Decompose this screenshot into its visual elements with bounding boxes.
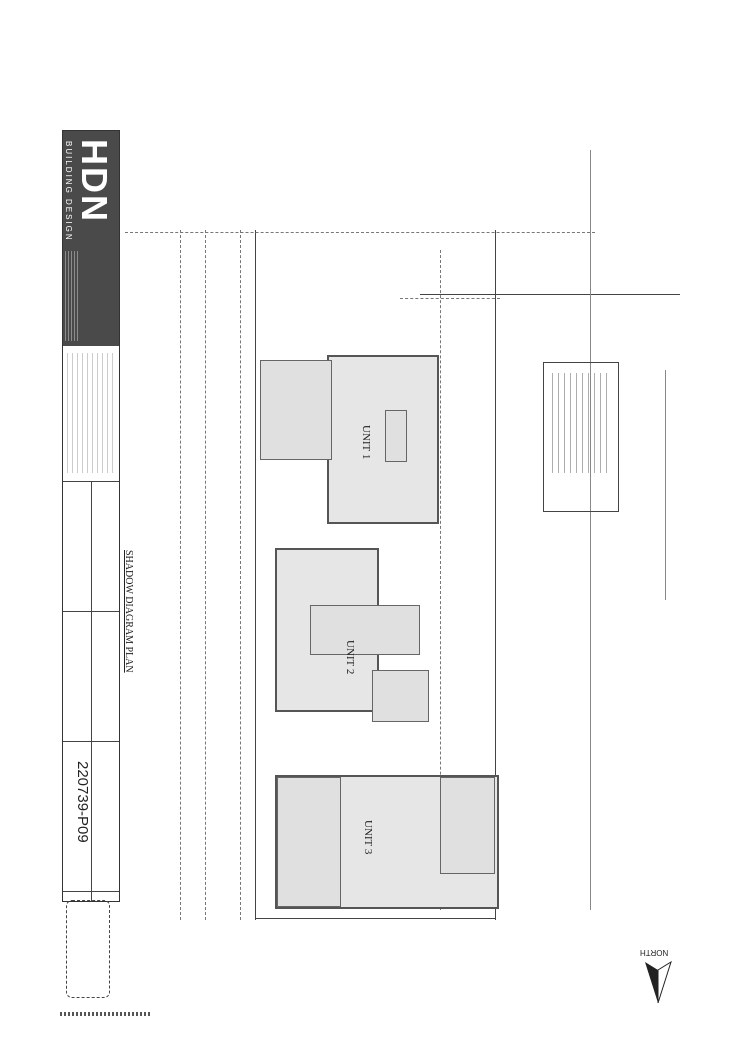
- print-footer: [60, 1012, 150, 1016]
- unit-1-label: UNIT 1: [360, 425, 372, 460]
- boundary-line: [255, 918, 495, 919]
- unit-1: [327, 355, 439, 524]
- logo-subtitle: BUILDING DESIGN: [64, 141, 73, 242]
- logo-panel: HDN BUILDING DESIGN: [63, 131, 119, 346]
- title-block: HDN BUILDING DESIGN 220739-P09: [62, 130, 120, 902]
- north-arrow: [643, 960, 673, 1010]
- notes-box: [543, 362, 619, 512]
- logo: HDN: [74, 139, 115, 223]
- unit-2-label: UNIT 2: [344, 640, 356, 675]
- unit-3-label: UNIT 3: [362, 820, 374, 855]
- title-block-notes: [67, 353, 115, 473]
- north-arrow-icon: [645, 960, 672, 1004]
- drawing-title: SHADOW DIAGRAM PLAN: [123, 550, 134, 673]
- boundary-line: [255, 230, 256, 920]
- north-label: NORTH: [640, 948, 669, 957]
- drawing-number: 220739-P09: [74, 761, 91, 843]
- approval-stamp: [66, 900, 110, 998]
- company-details: [65, 251, 79, 341]
